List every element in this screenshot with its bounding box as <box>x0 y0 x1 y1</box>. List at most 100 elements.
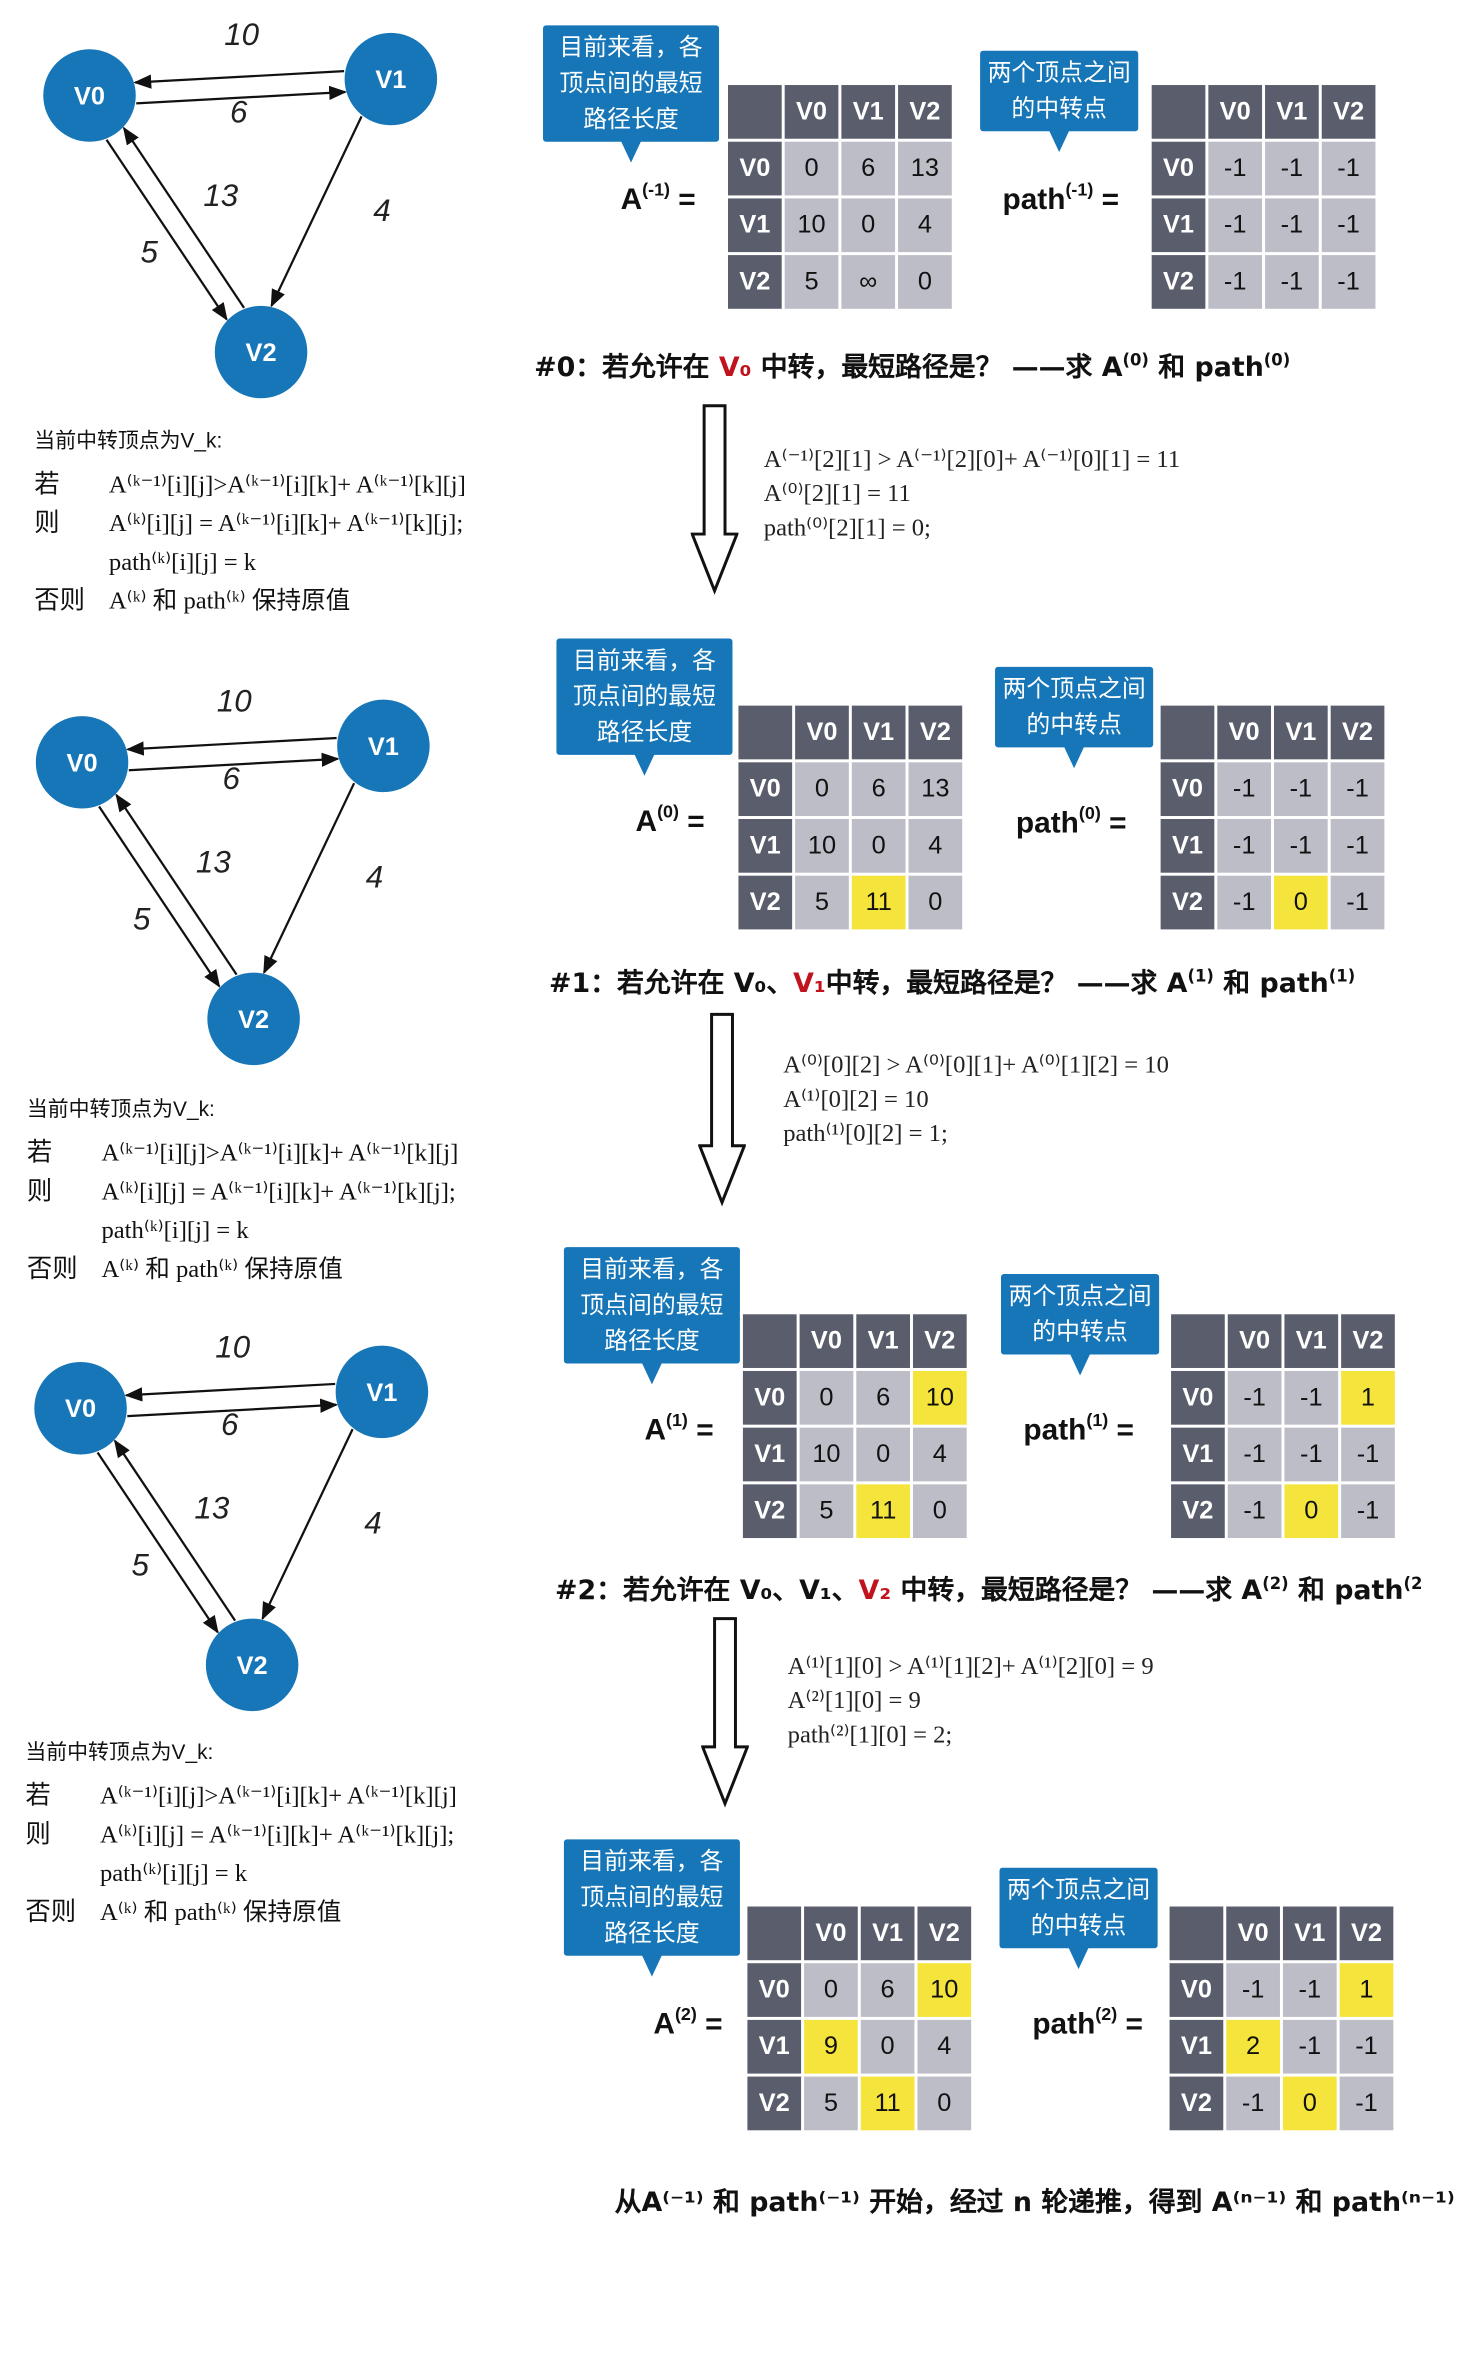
equals-sign: = <box>687 1414 714 1448</box>
matrix-row-header: V1 <box>1166 2016 1227 2077</box>
matrix-row-header: V2 <box>1168 1481 1228 1542</box>
matrix-row-header: V0 <box>1148 138 1209 199</box>
matrix-row-header: V0 <box>739 1367 800 1428</box>
caption-matrix-a: A <box>1101 352 1123 384</box>
equals-sign: = <box>1093 183 1120 217</box>
matrix-cell: -1 <box>1224 1424 1285 1485</box>
matrix-row: V0-1-1-1 <box>1148 138 1379 199</box>
caption-matrix-path: path <box>1259 968 1329 1000</box>
rule-keyword: 否则 <box>34 586 86 617</box>
edge-weight-label: 4 <box>373 193 390 228</box>
rule-keyword: 否则 <box>25 1897 77 1928</box>
rule-expression: A⁽ᵏ⁾[i][j] = A⁽ᵏ⁻¹⁾[i][k]+ A⁽ᵏ⁻¹⁾[k][j]; <box>99 1819 455 1849</box>
rule-expression: A⁽ᵏ⁻¹⁾[i][j]>A⁽ᵏ⁻¹⁾[i][k]+ A⁽ᵏ⁻¹⁾[k][j] <box>108 469 466 499</box>
matrix-row-header: V0 <box>1168 1367 1228 1428</box>
matrix-cell: -1 <box>1205 252 1266 312</box>
caption-text: 和 <box>1288 1575 1335 1607</box>
matrix-col-header: V0 <box>792 702 852 763</box>
matrix-cell: -1 <box>1327 872 1388 933</box>
matrix-cell: 6 <box>857 1960 918 2020</box>
matrix-a-label: A(0) = <box>636 801 705 840</box>
matrix-cell: 1 <box>1338 1367 1398 1428</box>
matrix-superscript: (0) <box>1078 802 1101 824</box>
matrix-row-header: V1 <box>725 195 785 256</box>
node-label: V0 <box>65 1395 96 1423</box>
matrix-path-label: path(-1) = <box>1002 179 1119 218</box>
rule-header: 当前中转顶点为V_k: <box>26 1096 215 1121</box>
rule-expression: path⁽ᵏ⁾[i][j] = k <box>101 1215 249 1245</box>
matrix-name: A <box>620 183 643 217</box>
caption-highlight: V₀ <box>718 352 752 384</box>
matrix-cell: -1 <box>1214 759 1274 819</box>
edge-v1-v0 <box>133 70 345 89</box>
matrix-corner <box>1166 1903 1227 1964</box>
edge-weight-label: 6 <box>223 761 241 796</box>
matrix-col-header: V1 <box>848 702 909 763</box>
node-v1 <box>344 32 438 126</box>
matrix-cell: 4 <box>905 816 966 876</box>
step-caption: #1：若允许在 V₀、V₁中转，最短路径是？ ——求 A(1) 和 path(1… <box>549 962 1355 1001</box>
matrix-row-header: V1 <box>744 2016 805 2077</box>
caption-superscript: (0) <box>1263 350 1291 370</box>
matrix-cell: 0 <box>1271 872 1331 933</box>
matrix-row-header: V0 <box>1157 759 1218 819</box>
matrix-cell: 11 <box>848 872 909 933</box>
step-caption: #2：若允许在 V₀、V₁、V₂ 中转，最短路径是？ ——求 A(2) 和 pa… <box>555 1569 1422 1608</box>
matrix-cell: 0 <box>801 1960 861 2020</box>
matrix-name: path <box>1023 1414 1087 1448</box>
matrix-cell: 0 <box>781 138 842 199</box>
matrix-cell: -1 <box>1279 1960 1340 2020</box>
edge-v0-v2 <box>98 805 221 988</box>
equals-sign: = <box>1100 807 1127 840</box>
matrix-cell: 0 <box>838 195 899 256</box>
matrix-cell: 10 <box>796 1424 857 1485</box>
matrix-superscript: (-1) <box>642 179 671 200</box>
matrix-cell: -1 <box>1224 1367 1285 1428</box>
matrix-corner <box>1168 1311 1228 1371</box>
node-v2 <box>207 972 300 1066</box>
matrix-cell: -1 <box>1223 1960 1283 2020</box>
matrix-cell: -1 <box>1318 138 1379 199</box>
edge-v2-v0 <box>113 1439 237 1622</box>
node-v1 <box>335 1345 429 1439</box>
rule-header: 当前中转顶点为V_k: <box>25 1739 214 1764</box>
rule-keyword <box>34 543 109 582</box>
matrix-cell: 11 <box>857 2073 918 2134</box>
callout-transit-node: 两个顶点之间的中转点 <box>980 50 1139 153</box>
matrix-cell: -1 <box>1336 2073 1397 2134</box>
rule-keyword: 则 <box>25 1819 51 1850</box>
matrix-cell: 2 <box>1223 2016 1283 2077</box>
calc-line: path⁽⁰⁾[2][1] = 0; <box>763 513 931 542</box>
matrix-cell: -1 <box>1336 2016 1397 2077</box>
caption-superscript: (2 <box>1403 1573 1423 1594</box>
caption-highlight: V₁ <box>793 968 826 1000</box>
callout-shortest-length: 目前来看，各顶点间的最短路径长度 <box>543 25 720 163</box>
calc-line: path⁽²⁾[1][0] = 2; <box>787 1720 953 1749</box>
caption-text: 和 <box>1213 968 1260 1000</box>
edge-v0-v1 <box>136 85 348 105</box>
matrix-col-header: V1 <box>1281 1311 1342 1371</box>
caption-text: #2：若允许在 V₀、V₁、 <box>554 1575 859 1607</box>
matrix-cell: 0 <box>1279 2073 1340 2134</box>
matrix-col-header: V2 <box>914 1903 975 1964</box>
rule-expression: path⁽ᵏ⁾[i][j] = k <box>108 547 257 576</box>
edge-v1-v2 <box>261 1428 354 1621</box>
matrix-cell: 0 <box>853 1424 913 1485</box>
edge-weight-label: 4 <box>366 860 383 895</box>
caption-text: 中转，最短路径是？ ——求 <box>751 352 1102 384</box>
matrix-col-header: V1 <box>857 1903 918 1964</box>
edge-weight-label: 13 <box>196 845 231 880</box>
matrix-cell: -1 <box>1318 252 1379 312</box>
matrix-cell: 0 <box>895 252 955 312</box>
matrix-cell: 0 <box>857 2016 918 2077</box>
